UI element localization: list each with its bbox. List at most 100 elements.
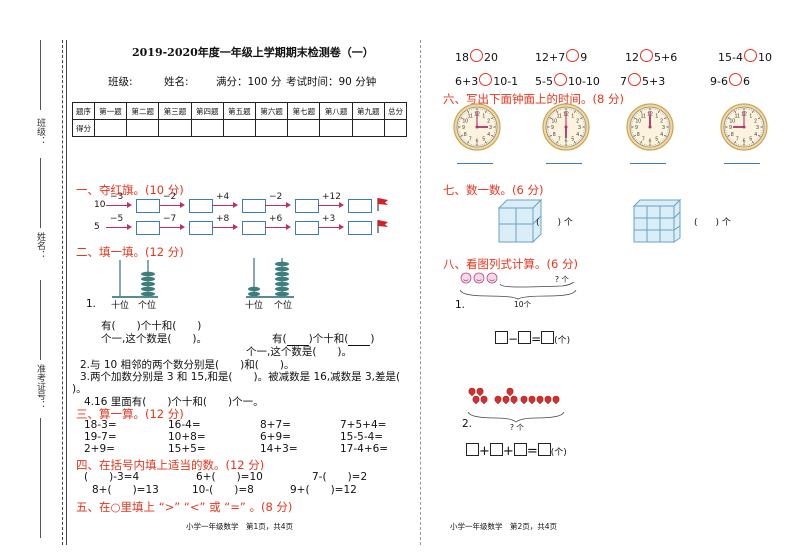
q8-2-unknown: ? 个 xyxy=(510,423,524,432)
section7-answer-1: ( ) 个 xyxy=(536,218,573,228)
chain-answer-box[interactable] xyxy=(242,199,266,213)
class-label: 班级： xyxy=(35,118,45,145)
score-cell: 得分 xyxy=(72,119,95,137)
svg-text:7: 7 xyxy=(736,137,739,143)
section7-title: 七、数一数。(6 分) xyxy=(443,183,544,197)
clock-answer-line[interactable] xyxy=(724,163,760,164)
chain-arrow xyxy=(265,202,291,208)
calc-item: 14+3= xyxy=(260,443,298,455)
q3-line2: )。 xyxy=(72,383,87,395)
q1b-blank-2 xyxy=(348,333,371,346)
clock-answer-line[interactable] xyxy=(457,163,493,164)
chain-answer-box[interactable] xyxy=(189,221,213,235)
fill-item[interactable]: 8+( )=13 xyxy=(92,484,159,496)
score-cell[interactable] xyxy=(126,119,160,137)
strawberry-mark xyxy=(528,395,536,405)
strawberries-icon xyxy=(468,387,560,405)
score-cell[interactable] xyxy=(93,119,128,137)
section8-title: 八、看图列式计算。(6 分) xyxy=(443,257,578,271)
footer-left: 小学一年级数学 第1页，共4页 xyxy=(186,522,294,531)
exam-time: 考试时间：90 分钟 xyxy=(286,76,377,88)
chain-answer-box[interactable] xyxy=(136,199,160,213)
compare-circle[interactable] xyxy=(470,49,483,62)
svg-text:8: 8 xyxy=(731,132,734,138)
score-cell[interactable] xyxy=(383,119,408,137)
fill-item[interactable]: 6+( )=10 xyxy=(196,471,263,483)
compare-circle[interactable] xyxy=(553,73,567,86)
score-cell[interactable] xyxy=(190,119,224,137)
compare-left: 9-6 xyxy=(710,75,728,88)
score-cell[interactable] xyxy=(158,119,192,137)
score-header-cell: 第一题 xyxy=(93,102,128,120)
svg-text:2: 2 xyxy=(487,118,490,124)
score-header-cell: 第九题 xyxy=(351,102,385,120)
strawberry-mark xyxy=(480,395,488,405)
cube-stack-2-icon xyxy=(632,198,682,243)
score-cell[interactable] xyxy=(222,119,257,137)
q1b-line1: 有( )个十和( ) xyxy=(272,331,374,346)
score-cell[interactable] xyxy=(351,119,385,137)
fill-item[interactable]: 7-( )=2 xyxy=(312,471,368,483)
section2-title: 二、填一填。(12 分) xyxy=(76,245,184,259)
compare-circle[interactable] xyxy=(743,49,757,62)
chain-op-label: −2 xyxy=(269,192,283,202)
q8-1-unit: (个) xyxy=(554,336,571,346)
compare-right: 10 xyxy=(757,51,772,64)
calc-item: 7+5+4= xyxy=(340,419,387,431)
compare-circle[interactable] xyxy=(640,49,653,62)
score-header-cell: 第二题 xyxy=(126,102,160,120)
compare-circle[interactable] xyxy=(566,49,580,62)
score-table: 题序第一题第二题第三题第四题第五题第六题第七题第八题第九题总分 得分 xyxy=(72,102,408,137)
chain-answer-box[interactable] xyxy=(136,221,160,235)
svg-text:4: 4 xyxy=(576,132,579,138)
brace-icon xyxy=(459,282,577,300)
chain-answer-box[interactable] xyxy=(295,199,319,213)
chain-op-label: +4 xyxy=(216,192,230,202)
compare-circle[interactable] xyxy=(728,73,742,86)
chain-answer-box[interactable] xyxy=(348,199,372,213)
svg-text:8: 8 xyxy=(553,132,556,138)
score-header-cell: 总分 xyxy=(383,102,408,120)
svg-text:9: 9 xyxy=(462,125,465,131)
clock-answer-line[interactable] xyxy=(546,163,582,164)
abacus-1-tens-label: 十位 xyxy=(111,301,130,311)
compare-right: 6 xyxy=(742,75,750,88)
chain-answer-box[interactable] xyxy=(295,221,319,235)
clock-answer-line[interactable] xyxy=(630,163,666,164)
calc-item: 6+9= xyxy=(260,431,291,443)
chain-op-label: −5 xyxy=(110,214,124,224)
score-cell[interactable] xyxy=(287,119,321,137)
chain-answer-box[interactable] xyxy=(189,199,213,213)
chain-answer-box[interactable] xyxy=(348,221,372,235)
calc-item: 18-3= xyxy=(84,419,117,431)
calc-item: 15+5= xyxy=(168,443,206,455)
compare-circle[interactable] xyxy=(479,73,493,86)
chain-answer-box[interactable] xyxy=(242,221,266,235)
compare-right: 9 xyxy=(580,51,588,64)
svg-text:4: 4 xyxy=(754,132,757,138)
chain-op-label: −7 xyxy=(163,214,177,224)
compare-circle[interactable] xyxy=(628,73,641,86)
score-cell[interactable] xyxy=(319,119,353,137)
chain-op-label: +6 xyxy=(269,214,283,224)
fill-item[interactable]: 10-( )=8 xyxy=(192,484,254,496)
svg-text:11: 11 xyxy=(735,113,740,119)
svg-text:10: 10 xyxy=(463,118,469,124)
svg-text:10: 10 xyxy=(636,118,642,124)
abacus-2-tens-label: 十位 xyxy=(245,301,264,311)
compare-left: 18 xyxy=(455,51,469,64)
strawberry-mark xyxy=(506,387,514,397)
q8-1-number: 1. xyxy=(455,299,466,311)
svg-text:2: 2 xyxy=(576,118,579,124)
svg-text:6: 6 xyxy=(476,139,479,145)
score-header-cell: 第七题 xyxy=(287,102,321,120)
score-cell[interactable] xyxy=(255,119,289,137)
fill-item[interactable]: 9+( )=12 xyxy=(290,484,357,496)
score-header-cell: 题序 xyxy=(72,102,95,120)
fill-item[interactable]: ( )-3=4 xyxy=(84,471,140,483)
svg-text:9: 9 xyxy=(551,125,554,131)
